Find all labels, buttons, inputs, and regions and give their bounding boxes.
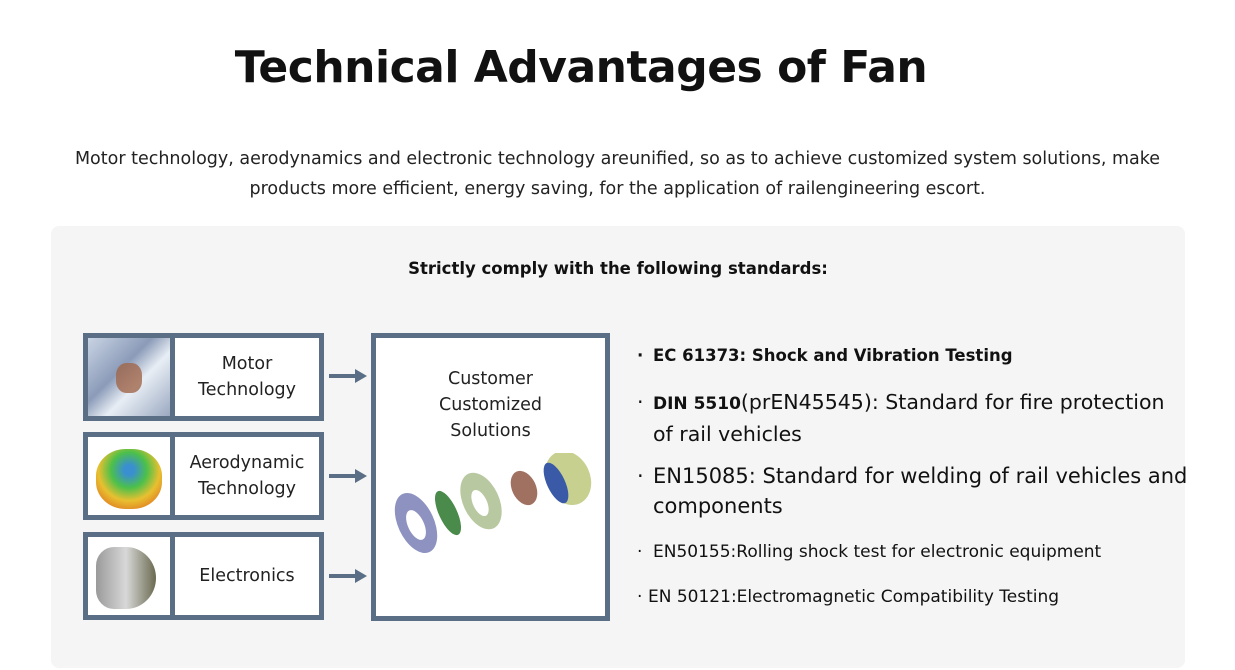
source-label: Electronics [199, 566, 295, 586]
intro-paragraph: Motor technology, aerodynamics and elect… [74, 149, 1161, 199]
standard-item: ·EN15085: Standard for welding of rail v… [637, 464, 1188, 518]
page-title: Technical Advantages of Fan [234, 42, 928, 93]
exploded-fan-assembly-icon [394, 453, 592, 553]
arrow-right-icon [329, 569, 367, 583]
standards-panel: Strictly comply with the following stand… [51, 226, 1188, 668]
electronics-housing-icon [88, 537, 175, 615]
standard-item: ·EN50155:Rolling shock test for electron… [637, 542, 1102, 562]
motor-photo-icon [88, 338, 175, 416]
arrow-right-icon [329, 469, 367, 483]
electronics-box: Electronics [83, 532, 324, 620]
result-label: Customer [447, 369, 533, 389]
arrow-right-icon [329, 369, 367, 383]
source-label: Aerodynamic [189, 453, 305, 473]
fan-simulation-icon [88, 437, 175, 515]
standard-item: ·EN 50121:Electromagnetic Compatibility … [637, 587, 1060, 607]
panel-heading: Strictly comply with the following stand… [408, 259, 828, 278]
source-label: Motor [221, 354, 273, 374]
standard-item: ·DIN 5510(prEN45545): Standard for fire … [637, 390, 1165, 446]
standard-item: ·EC 61373: Shock and Vibration Testing [637, 346, 1013, 365]
